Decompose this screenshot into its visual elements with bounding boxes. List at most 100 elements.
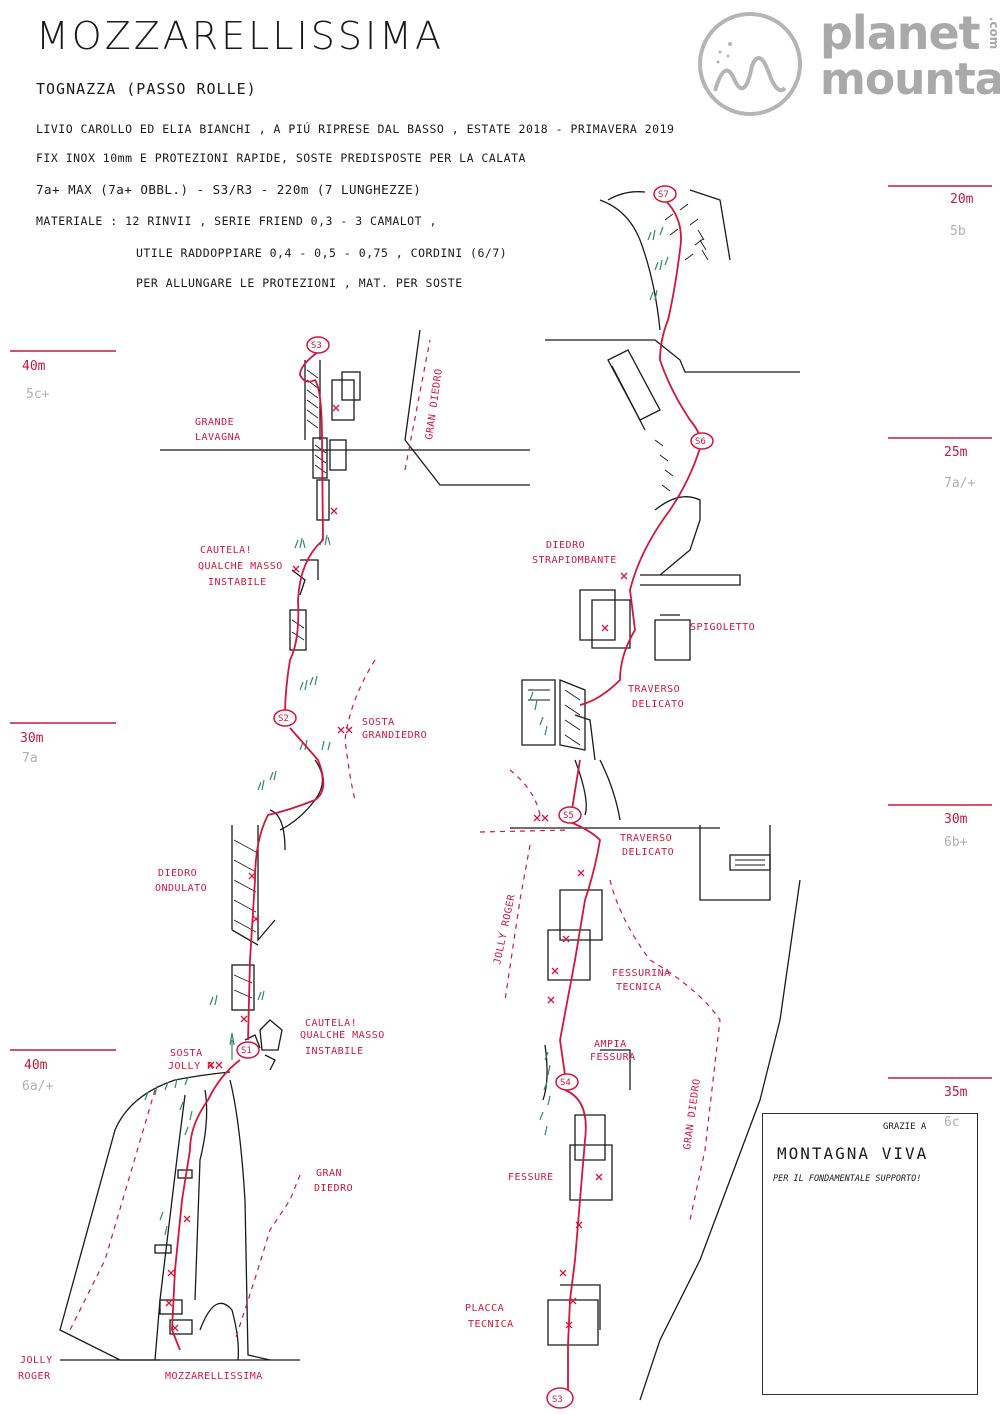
belay-station: S6 [690,432,714,450]
thanks-line-3: PER IL FONDAMENTALE SUPPORTO! [773,1174,922,1184]
route-title: MOZZARELLISSIMA [36,14,444,58]
pitch-length: 25m [944,445,968,460]
route-line-left [171,351,325,1351]
label-cautela: CAUTELA! [305,1018,357,1029]
belay-station: S2 [273,709,297,727]
pitch-grade: 6b+ [944,835,968,850]
material-line-2: UTILE RADDOPPIARE 0,4 - 0,5 - 0,75 , COR… [136,246,508,260]
label-jolly-roger: JOLLY [20,1355,53,1366]
hatching-left [233,369,327,999]
label-sosta-jollyr: SOSTA [170,1048,203,1059]
label-placca-tecnica: TECNICA [468,1319,514,1330]
label-ampia-fessura: FESSURA [590,1052,636,1063]
protection-info: FIX INOX 10mm E PROTEZIONI RAPIDE, SOSTE… [36,151,526,165]
logo-word-planet: planet [820,6,981,60]
topo-header: MOZZARELLISSIMA TOGNAZZA (PASSO ROLLE) L… [0,0,1000,300]
label-sosta-grandiedro: SOSTA [362,717,395,728]
label-spigoletto: SPIGOLETTO [690,622,755,633]
belay-station: S4 [555,1073,579,1091]
label-gran-diedro-vertical: GRAN DIEDRO [682,1078,703,1151]
label-sosta-jollyr: JOLLY R. [168,1061,220,1072]
planetmountain-logo: planet mountain .com [690,6,1000,116]
label-traverso-delicato: DELICATO [632,699,684,710]
pitch-length: 30m [944,812,968,827]
label-cautela: CAUTELA! [200,545,252,556]
belay-station: S3 [306,336,330,354]
pitch-grade: 7a/+ [944,476,975,491]
label-diedro-strapiombante: STRAPIOMBANTE [532,555,617,566]
other-routes-right [479,769,721,1221]
mountain-circle-icon [698,12,802,116]
material-line-1: MATERIALE : 12 RINVII , SERIE FRIEND 0,3… [36,214,437,228]
route-location: TOGNAZZA (PASSO ROLLE) [36,80,257,98]
label-cautela: QUALCHE MASSO [198,561,283,572]
belay-station: S1 [236,1041,260,1059]
pitch-marker: 30m 7a [10,722,116,766]
other-routes-left [69,339,431,1341]
label-cautela: INSTABILE [208,577,267,588]
label-fessure: FESSURE [508,1172,554,1183]
label-placca-tecnica: PLACCA [465,1303,504,1314]
pitch-length: 30m [20,731,44,746]
belay-station: S3 [546,1387,574,1409]
label-gran-diedro: DIEDRO [314,1183,353,1194]
label-jolly-roger-vertical: JOLLY ROGER [492,893,518,966]
label-fessurina-tecnica: TECNICA [616,982,662,993]
belay-label: S4 [560,1078,571,1088]
pitch-marker: 40m 5c+ [10,350,116,402]
belay-label: S3 [552,1395,563,1405]
label-ampia-fessura: AMPIA [594,1039,627,1050]
belay-label: S1 [241,1046,252,1056]
grade-summary: 7a+ MAX (7a+ OBBL.) - S3/R3 - 220m (7 LU… [36,182,422,197]
label-diedro-ondulato: DIEDRO [158,868,197,879]
label-diedro-strapiombante: DIEDRO [546,540,585,551]
pitch-marker: 30m 6b+ [888,804,992,850]
pitch-marker: 40m 6a/+ [10,1049,116,1094]
pitch-grade: 5b [950,224,966,239]
bolt-markers-left [165,404,353,1332]
pitch-grade: 6a/+ [22,1079,53,1094]
pitch-marker: 25m 7a/+ [888,437,992,491]
label-grande-lavagna: LAVAGNA [195,432,241,443]
material-line-3: PER ALLUNGARE LE PROTEZIONI , MAT. PER S… [136,276,463,290]
thanks-line-1: GRAZIE A [883,1122,927,1132]
label-sosta-grandiedro: GRANDIEDRO [362,730,427,741]
label-jolly-roger: ROGER [18,1371,51,1382]
pitch-length: 20m [950,192,974,207]
pitch-length: 40m [24,1058,48,1073]
belay-station: S5 [558,806,582,824]
label-grande-lavagna: GRANDE [195,417,234,428]
label-traverso-delicato: TRAVERSO [620,833,672,844]
belay-label: S6 [695,437,706,447]
label-gran-diedro: GRAN DIEDRO [424,368,445,441]
route-line-right [559,199,701,1390]
label-traverso-delicato: DELICATO [622,847,674,858]
belay-label: S7 [658,190,669,200]
logo-word-mountain: mountain [820,54,1000,105]
label-fessurina-tecnica: FESSURINA [612,968,671,979]
grass-tufts-left [144,534,331,1236]
label-gran-diedro: GRAN [316,1168,342,1179]
grass-tufts-right [529,226,669,1136]
rock-outline-left [59,329,530,1361]
label-diedro-ondulato: ONDULATO [155,883,207,894]
rock-outline-right [510,189,801,1401]
label-mozzarellissima: MOZZARELLISSIMA [165,1371,263,1382]
belay-station: S7 [653,185,677,203]
thanks-box: GRAZIE A MONTAGNA VIVA PER IL FONDAMENTA… [762,1113,978,1395]
pitch-grade: 6c [944,1115,960,1130]
pitch-marker: 35m 6c [888,1077,992,1130]
hatching-right [528,203,765,866]
label-cautela: QUALCHE MASSO [300,1030,385,1041]
bolt-markers-right [533,572,628,1329]
pitch-grade: 7a [22,751,38,766]
pitch-grade: 5c+ [26,387,50,402]
thanks-line-2: MONTAGNA VIVA [777,1144,929,1163]
pitch-length: 40m [22,359,46,374]
first-ascent-info: LIVIO CAROLLO ED ELIA BIANCHI , A PIÚ RI… [36,122,675,136]
label-cautela: INSTABILE [305,1046,364,1057]
pitch-marker: 20m 5b [888,185,992,239]
belay-label: S3 [311,341,322,351]
label-traverso-delicato: TRAVERSO [628,684,680,695]
